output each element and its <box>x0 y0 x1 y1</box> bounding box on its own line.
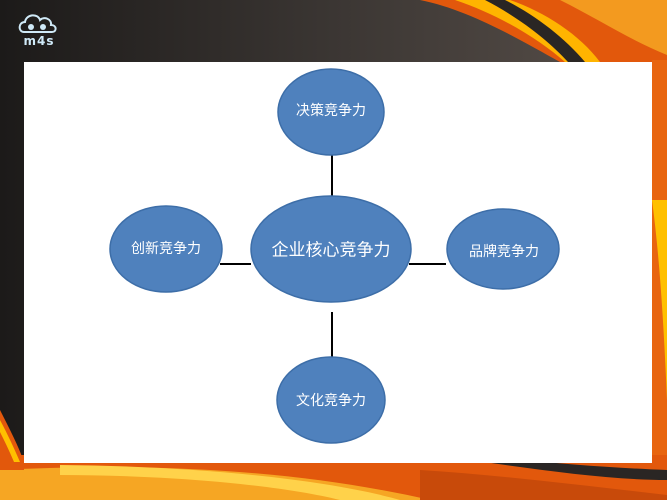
node-top-decision <box>277 68 385 156</box>
node-left-label: 创新竞争力 <box>131 241 201 257</box>
node-center-label: 企业核心竞争力 <box>271 240 391 261</box>
slide-canvas: 决策竞争力 创新竞争力 企业核心竞争力 品牌竞争力 文化竞争力 <box>24 62 652 463</box>
node-left-innovation <box>109 205 223 293</box>
cloud-camera-logo-icon <box>18 14 57 33</box>
node-right-label: 品牌竞争力 <box>469 244 539 260</box>
node-center-core <box>250 195 412 303</box>
node-bottom-culture <box>276 356 386 444</box>
node-right-brand <box>446 208 560 290</box>
node-bottom-label: 文化竞争力 <box>296 393 366 409</box>
competitiveness-diagram <box>109 68 560 444</box>
node-top-label: 决策竞争力 <box>296 103 366 119</box>
logo-text: m4s <box>23 34 55 48</box>
